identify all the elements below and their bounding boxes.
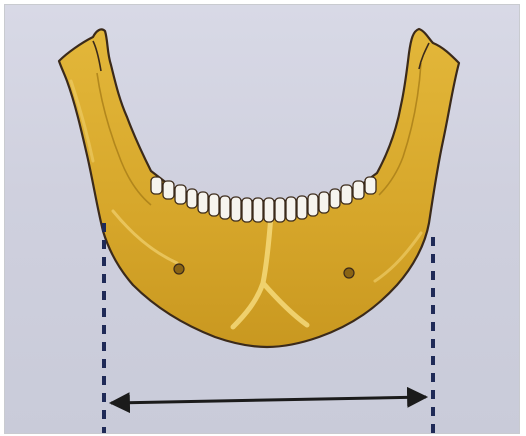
right-mental-foramen [344, 268, 354, 278]
mandible-diagram [5, 5, 519, 433]
figure-frame [4, 4, 520, 434]
bigonial-width-arrow [111, 397, 426, 403]
mandible-bone [59, 29, 459, 347]
left-mental-foramen [174, 264, 184, 274]
